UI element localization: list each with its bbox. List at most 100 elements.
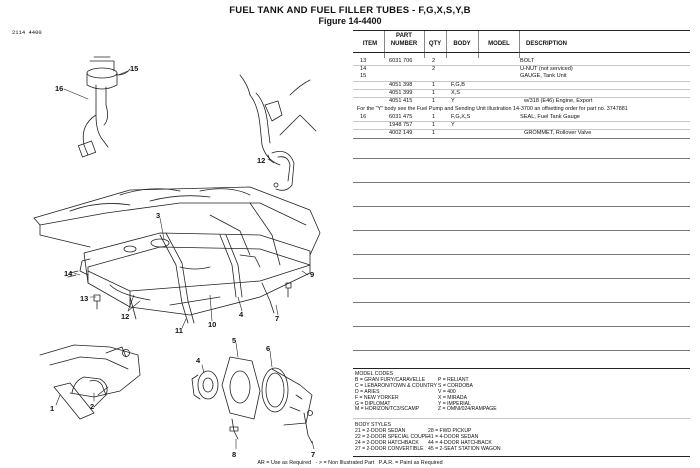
callout-4-valve: 4 — [196, 356, 201, 365]
col-header-item: ITEM — [362, 41, 378, 47]
clamp-drawing — [267, 150, 295, 191]
row-qty: 1 — [432, 90, 436, 96]
row-rule — [353, 158, 690, 159]
body-style-code: 24 = 2-DOOR HATCHBACK — [355, 439, 419, 446]
callout-10: 10 — [208, 320, 216, 329]
col-header-qty: QTY — [428, 41, 442, 47]
row-qty: 2 — [432, 66, 436, 72]
row-rule — [353, 97, 690, 98]
callout-4-tank: 4 — [239, 310, 244, 319]
row-body: Y — [451, 98, 455, 104]
callout-7-tank: 7 — [275, 314, 279, 323]
model-code: S = CORDOBA — [438, 382, 473, 389]
row-part-number: 6031 706 — [389, 58, 413, 64]
section-rule — [353, 418, 690, 419]
model-code: D = ARIES — [355, 388, 380, 395]
body-styles-heading: BODY STYLES — [355, 422, 391, 428]
row-rule — [353, 206, 690, 207]
row-part-number: 4051 415 — [389, 98, 413, 104]
floor-pan-drawing — [33, 186, 321, 266]
col-header-part-line2: NUMBER — [390, 41, 418, 47]
model-code: M = HORIZON/TC3/SCAMP — [355, 406, 420, 413]
row-rule — [353, 302, 690, 303]
row-item: 13 — [360, 58, 367, 64]
row-part-number: 4051 398 — [389, 82, 413, 88]
row-description: GROMMET, Rollover Valve — [524, 130, 592, 136]
model-code: X = MIRADA — [438, 394, 468, 401]
col-divider — [384, 31, 385, 58]
figure-number: Figure 14-4400 — [318, 16, 382, 26]
illustration-code: 2114 4400 — [12, 29, 42, 36]
exploded-view-illustration: 15 16 12 3 14 13 12 10 4 9 7 11 1 2 5 6 … — [33, 56, 321, 459]
model-code: B = GRAN FURY/CARAVELLE — [355, 377, 426, 383]
row-item: 14 — [360, 66, 367, 72]
body-styles-right: 28 = FWD PICKUP 41 = 4-DOOR SEDAN 44 = 4… — [428, 428, 501, 453]
callout-15: 15 — [130, 64, 138, 73]
model-code: V = 400 — [438, 388, 456, 395]
row-qty: 1 — [432, 130, 436, 136]
filler-tube-bracket-drawing — [239, 74, 317, 166]
body-style-code: 28 = FWD PICKUP — [428, 428, 472, 434]
row-rule — [353, 254, 690, 255]
col-divider — [519, 31, 520, 58]
model-code: F = NEW YORKER — [355, 394, 399, 401]
col-header-model: MODEL — [488, 41, 510, 47]
model-codes-left: B = GRAN FURY/CARAVELLE C = LEBARON/TOWN… — [355, 377, 437, 413]
callout-1: 1 — [50, 404, 54, 413]
row-rule — [353, 65, 690, 66]
callout-leaders — [55, 70, 315, 450]
codes-top-rule — [353, 368, 690, 369]
body-y-note: For the "Y" body see the Fuel Pump and S… — [357, 106, 628, 112]
row-part-number: 6031 475 — [389, 114, 413, 120]
row-part-number: 1948 757 — [389, 122, 413, 128]
model-codes-heading: MODEL CODES — [355, 371, 394, 377]
row-qty: 1 — [432, 98, 436, 104]
table-header-rule — [353, 52, 690, 53]
row-description: GAUGE, Tank Unit — [520, 73, 567, 79]
col-divider — [446, 31, 447, 58]
callout-labels: 15 16 12 3 14 13 12 10 4 9 7 11 1 2 5 6 … — [50, 64, 315, 459]
rollover-valve-assembly-drawing — [191, 356, 313, 444]
body-styles-left: 21 = 2-DOOR SEDAN 22 = 2-DOOR SPECIAL CO… — [355, 428, 429, 453]
bolts-drawing — [67, 270, 292, 310]
row-rule — [353, 89, 690, 90]
callout-14: 14 — [64, 269, 73, 278]
row-description: U-NUT (not serviced) — [520, 66, 573, 72]
row-rule — [353, 278, 690, 279]
row-part-number: 4002 149 — [389, 130, 413, 136]
callout-7-valve: 7 — [311, 450, 315, 459]
model-codes-right: P = RELIANT S = CORDOBA V = 400 X = MIRA… — [438, 377, 497, 413]
callout-12-bottom: 12 — [121, 312, 129, 321]
row-body: Y — [451, 122, 455, 128]
row-body: F,G,X,S — [451, 114, 471, 120]
row-qty: 2 — [432, 58, 436, 64]
callout-13: 13 — [80, 294, 88, 303]
callout-6: 6 — [266, 344, 270, 353]
row-description: SEAL, Fuel Tank Gauge — [520, 114, 580, 120]
model-code: Y = IMPERIAL — [438, 400, 471, 407]
body-style-code: 22 = 2-DOOR SPECIAL COUPE — [355, 433, 429, 440]
callout-3-top: 3 — [156, 211, 160, 220]
col-divider — [478, 31, 479, 58]
row-qty: 1 — [432, 114, 436, 120]
row-rule — [353, 129, 690, 130]
model-code: G = DIPLOMAT — [355, 400, 391, 407]
row-rule — [353, 81, 690, 82]
tank-gauge-unit-drawing — [77, 56, 131, 158]
callout-16: 16 — [55, 84, 63, 93]
body-style-code: 21 = 2-DOOR SEDAN — [355, 428, 406, 434]
row-rule — [353, 350, 690, 351]
body-style-code: 27 = 2-DOOR CONVERTIBLE — [355, 445, 424, 452]
model-code: Z = OMNI/024/RAMPAGE — [438, 406, 497, 413]
row-item: 15 — [360, 73, 367, 79]
callout-11: 11 — [175, 326, 183, 335]
fuel-tank-drawing — [79, 232, 311, 316]
row-part-number: 4051 399 — [389, 90, 413, 96]
model-code: P = RELIANT — [438, 377, 469, 383]
table-top-rule — [353, 30, 690, 31]
col-header-body: BODY — [453, 41, 471, 47]
callout-12-top: 12 — [257, 156, 265, 165]
col-header-description: DESCRIPTION — [526, 41, 568, 47]
row-rule — [353, 121, 690, 122]
row-rule — [353, 230, 690, 231]
